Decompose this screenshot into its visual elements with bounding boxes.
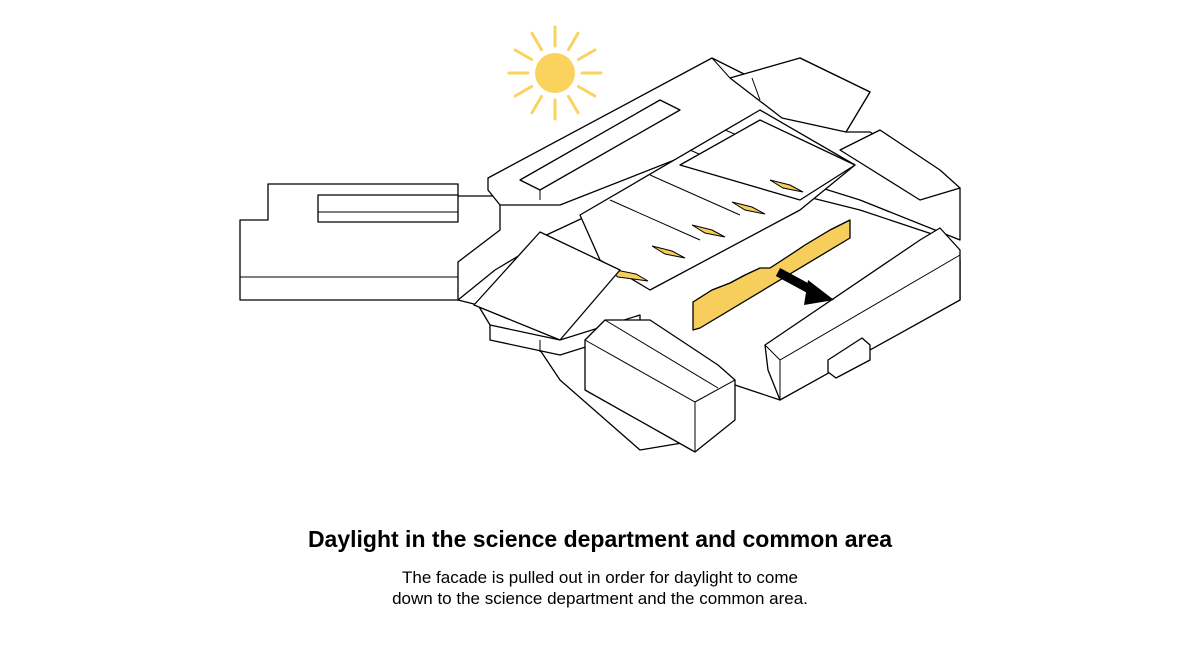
left-sloped-block — [473, 231, 641, 356]
arrow-right-down-icon — [775, 268, 834, 305]
front-left-block — [584, 319, 736, 453]
building-axonometric-diagram — [239, 25, 961, 453]
sun-ray — [576, 85, 597, 98]
sun-ray — [513, 85, 534, 98]
description-line-2: down to the science department and the c… — [392, 589, 808, 608]
pulled-out-facade — [692, 219, 851, 331]
sun-ray — [567, 94, 580, 115]
sun-icon — [507, 25, 603, 121]
diagram-description: The facade is pulled out in order for da… — [0, 567, 1200, 609]
sun-ray — [530, 31, 543, 52]
sun-ray — [576, 48, 597, 61]
front-right-block — [764, 227, 961, 401]
left-wing-block — [239, 183, 501, 301]
sun-ray — [530, 94, 543, 115]
diagram-title: Daylight in the science department and c… — [307, 526, 893, 552]
sun-ray — [567, 31, 580, 52]
description-line-1: The facade is pulled out in order for da… — [402, 568, 798, 587]
sun-ray — [513, 48, 534, 61]
stepped-roof-terraces — [579, 109, 856, 291]
